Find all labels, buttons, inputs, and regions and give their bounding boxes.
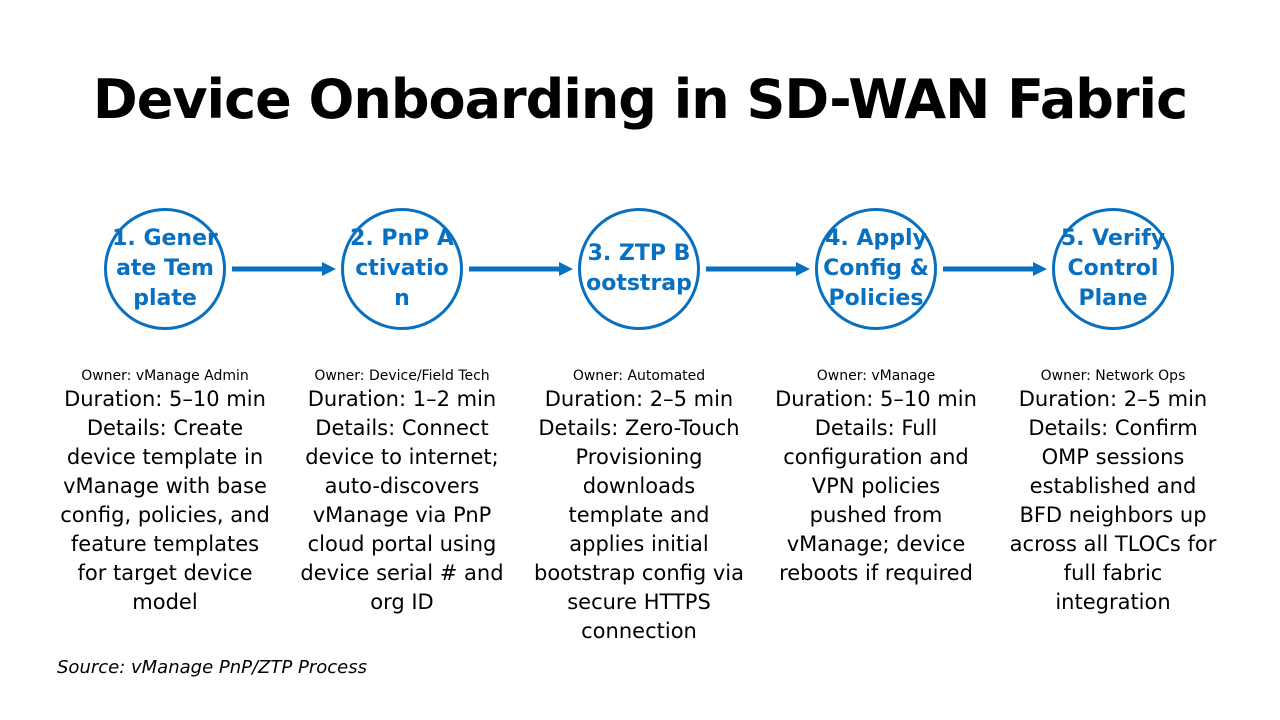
page-title: Device Onboarding in SD-WAN Fabric bbox=[92, 68, 1188, 131]
step-3-duration: Duration: 2–5 min bbox=[544, 387, 734, 411]
step-2-circle: 2. PnP Activation bbox=[341, 208, 463, 330]
step-1-info: Owner: vManage Admin Duration: 5–10 min … bbox=[59, 368, 271, 617]
step-4-label: 4. Apply Config & Policies bbox=[823, 226, 929, 311]
arrow-step-2-to-3 bbox=[469, 262, 573, 276]
arrow-step-4-to-5 bbox=[943, 262, 1047, 276]
step-2-duration: Duration: 1–2 min bbox=[307, 387, 497, 411]
step-3-info: Owner: Automated Duration: 2–5 min Detai… bbox=[533, 368, 745, 646]
step-5-circle: 5. Verify Control Plane bbox=[1052, 208, 1174, 330]
step-4-owner: Owner: vManage bbox=[816, 368, 936, 384]
step-5-details: Details: Confirm OMP sessions establishe… bbox=[1009, 416, 1217, 614]
step-2-owner: Owner: Device/Field Tech bbox=[314, 368, 490, 384]
step-1-details: Details: Create device template in vMana… bbox=[60, 416, 270, 614]
source-note: Source: vManage PnP/ZTP Process bbox=[57, 657, 367, 678]
step-3-owner: Owner: Automated bbox=[572, 368, 706, 384]
step-4-info: Owner: vManage Duration: 5–10 min Detail… bbox=[770, 368, 982, 588]
step-3-circle: 3. ZTP Bootstrap bbox=[578, 208, 700, 330]
arrow-step-3-to-4 bbox=[706, 262, 810, 276]
step-1-circle: 1. Generate Template bbox=[104, 208, 226, 330]
step-2-info: Owner: Device/Field Tech Duration: 1–2 m… bbox=[296, 368, 508, 617]
step-2-label: 2. PnP Activation bbox=[350, 226, 454, 311]
step-3-details: Details: Zero-Touch Provisioning downloa… bbox=[533, 416, 744, 643]
step-5-duration: Duration: 2–5 min bbox=[1018, 387, 1208, 411]
step-5-info: Owner: Network Ops Duration: 2–5 min Det… bbox=[1007, 368, 1219, 617]
step-1-label: 1. Generate Template bbox=[112, 226, 218, 311]
step-3-label: 3. ZTP Bootstrap bbox=[586, 241, 692, 296]
step-4-duration: Duration: 5–10 min bbox=[775, 387, 977, 411]
step-4-details: Details: Full configuration and VPN poli… bbox=[779, 416, 973, 585]
step-2-details: Details: Connect device to internet; aut… bbox=[300, 416, 504, 614]
step-4-circle: 4. Apply Config & Policies bbox=[815, 208, 937, 330]
step-1-duration: Duration: 5–10 min bbox=[64, 387, 266, 411]
step-5-label: 5. Verify Control Plane bbox=[1060, 226, 1166, 311]
step-1-owner: Owner: vManage Admin bbox=[81, 368, 249, 384]
arrow-step-1-to-2 bbox=[232, 262, 336, 276]
step-5-owner: Owner: Network Ops bbox=[1040, 368, 1186, 384]
